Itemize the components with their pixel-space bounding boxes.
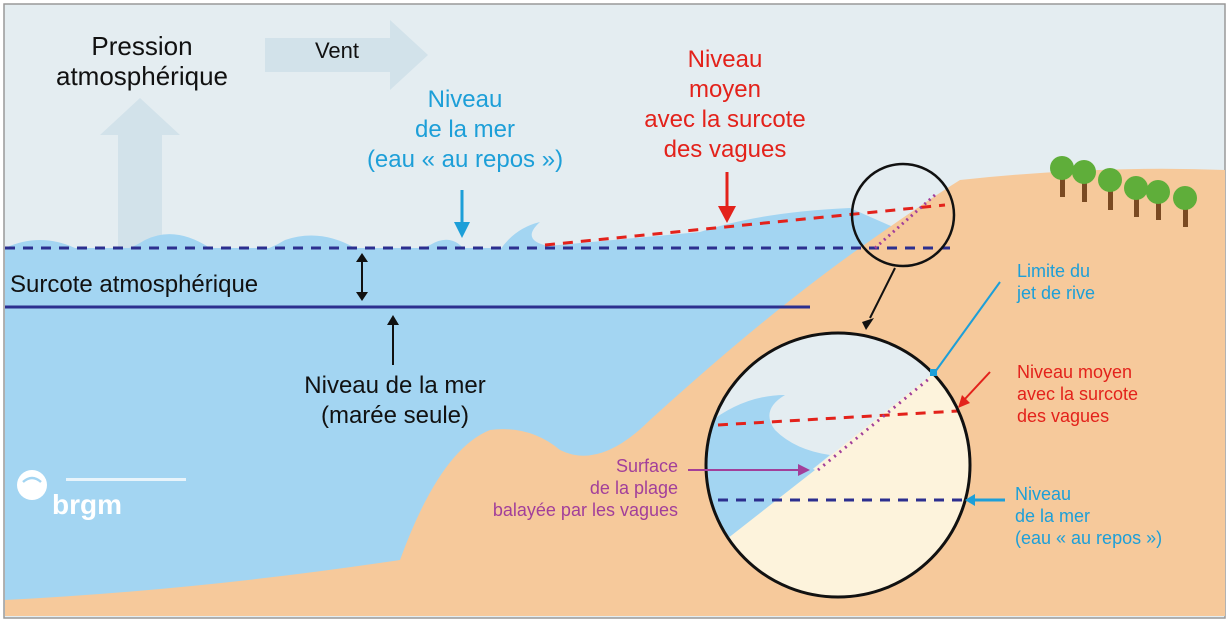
svg-text:brgm: brgm (52, 489, 122, 520)
sea-level-label-2: de la mer (415, 116, 515, 143)
zoom-wave-setup-arrow-icon (958, 371, 991, 408)
wind-arrow-icon (265, 20, 428, 90)
zoom-sea-level-label-3: (eau « au repos ») (1015, 528, 1162, 548)
swash-limit-label-2: jet de rive (1016, 283, 1095, 303)
swash-limit-pointer-icon (930, 281, 1001, 376)
zoom-arrow-icon (869, 267, 896, 319)
zoom-sea-level-label-1: Niveau (1015, 484, 1071, 504)
wave-setup-label-1: Niveau (688, 46, 763, 73)
zoom-sea-level-arrow-icon (965, 494, 1005, 506)
zoom-sea-level-label-2: de la mer (1015, 506, 1090, 526)
swash-surface-label-2: de la plage (590, 478, 678, 498)
zoom-wave-setup-label-1: Niveau moyen (1017, 362, 1132, 382)
wave-setup-line (544, 203, 946, 247)
wave-setup-arrow-icon (718, 172, 736, 223)
atmospheric-surge-label: Surcote atmosphérique (10, 271, 258, 298)
surge-double-arrow-icon (356, 253, 368, 301)
brgm-logo: brgm (17, 470, 186, 520)
swash-surface-label-3: balayée par les vagues (493, 500, 678, 520)
swash-line (874, 193, 936, 250)
pressure-label-1: Pression (91, 31, 192, 61)
tide-label-2: (marée seule) (321, 402, 469, 429)
pressure-up-arrow-icon (100, 98, 180, 248)
tide-label-1: Niveau de la mer (304, 372, 485, 399)
swash-surface-label-1: Surface (616, 456, 678, 476)
wind-label: Vent (315, 38, 359, 63)
sea-level-arrow-icon (454, 190, 470, 238)
tide-arrow-icon (387, 315, 399, 365)
swash-limit-label-1: Limite du (1017, 261, 1090, 281)
zoom-circle-content (706, 333, 970, 597)
swash-surface-arrow-icon (688, 464, 810, 476)
sea-level-label-1: Niveau (428, 86, 503, 113)
sea-level-label-3: (eau « au repos ») (367, 146, 563, 173)
zoom-wave-setup-label-3: des vagues (1017, 406, 1109, 426)
zoom-wave-setup-label-2: avec la surcote (1017, 384, 1138, 404)
zoom-circle (704, 331, 972, 599)
wave-setup-label-3: avec la surcote (644, 106, 805, 133)
zoom-source-circle (850, 162, 956, 268)
wave-setup-label-4: des vagues (664, 136, 787, 163)
trees-icon (1050, 156, 1197, 227)
pressure-label-2: atmosphérique (56, 61, 228, 91)
wave-setup-label-2: moyen (689, 76, 761, 103)
